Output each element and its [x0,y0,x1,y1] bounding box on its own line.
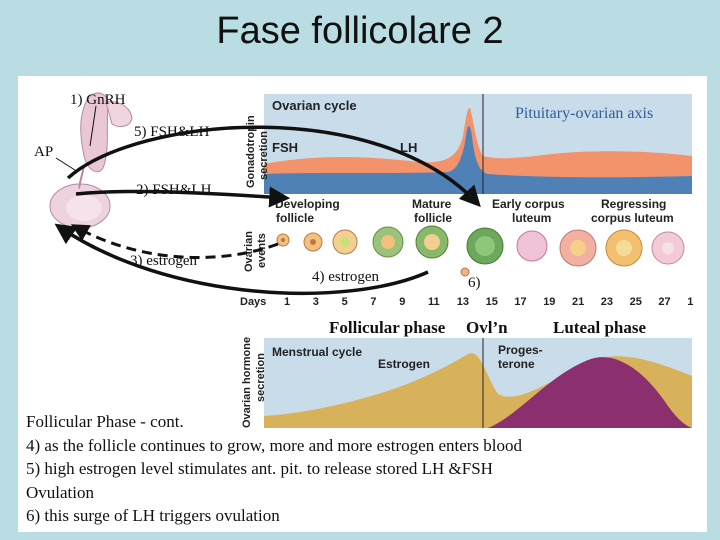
day-tick-label: 7 [370,296,376,308]
ovarian-hormone-chart: Menstrual cycle Estrogen Proges- terone … [241,337,692,428]
ovarian-events-row: Developing follicle Mature follicle Earl… [243,194,692,290]
gonadotropin-chart: Ovarian cycle Pituitary-ovarian axis FSH… [245,94,692,194]
pituitary-illustration [49,92,133,229]
slide-title: Fase follicolare 2 [216,10,504,52]
hormone-side-label-2: secretion [255,353,267,402]
fsh-label: FSH [272,140,298,155]
day-tick-label: 25 [630,296,642,308]
note-line: Ovulation [26,482,94,502]
note-line: 6) this surge of LH triggers ovulation [26,506,280,525]
menstrual-cycle-label: Menstrual cycle [272,345,362,359]
day-tick-label: 3 [313,296,319,308]
day-tick-label: 1 [687,296,693,308]
note-line: 4) as the follicle continues to grow, mo… [26,435,523,455]
early-corpus-luteum-label-2: luteum [512,211,551,225]
ovulation-phase-label: Ovl’n [466,318,508,337]
luteal-phase-label: Luteal phase [553,318,646,337]
gonadotropin-side-label: Gonadotropin [245,115,257,188]
day-tick-label: 11 [428,296,440,308]
mature-follicle-label-1: Mature [412,197,452,211]
pituitary-ovarian-axis-title: Pituitary-ovarian axis [515,105,653,122]
developing-follicle-label-2: follicle [276,211,314,225]
day-tick-label: 9 [399,296,405,308]
feedback-arrows [54,125,481,296]
estrogen-3-label: 3) estrogen [130,253,198,269]
estrogen-4-label: 4) estrogen [312,269,380,285]
ovarian-cycle-title: Ovarian cycle [272,98,357,113]
day-tick-label: 13 [457,296,469,308]
regressing-corpus-luteum-label-2: corpus luteum [591,211,674,225]
progesterone-label-2: terone [498,357,535,371]
pituitary-ovarian-diagram: 1) GnRH AP Ovarian cycle Pituitary-ovari… [34,92,693,428]
note-line: 5) high estrogen level stimulates ant. p… [26,459,493,478]
note-line: Follicular Phase - cont. [26,412,184,431]
ovarian-events-side-label: Ovarian [243,231,255,272]
ovulation-6-label: 6) [468,275,481,291]
notes-block: Follicular Phase - cont. 4) as the folli… [26,410,706,528]
day-tick-label: 5 [342,296,348,308]
follicular-phase-label: Follicular phase [329,318,446,337]
progesterone-label-1: Proges- [498,343,543,357]
estrogen-label: Estrogen [378,357,430,371]
day-tick-label: 19 [543,296,555,308]
day-tick-label: 21 [572,296,584,308]
days-label: Days [240,296,266,308]
ap-label: AP [34,144,53,160]
gonadotropin-side-label-2: secretion [258,131,270,180]
gnrh-label: 1) GnRH [70,92,126,108]
fsh-lh-5-label: 5) FSH&LH [134,124,210,140]
hormone-side-label: Ovarian hormone [241,337,253,428]
day-tick-label: 17 [514,296,526,308]
mature-follicle-label-2: follicle [414,211,452,225]
day-tick-label: 15 [486,296,498,308]
lh-label: LH [400,140,417,155]
day-tick-label: 23 [601,296,613,308]
early-corpus-luteum-label-1: Early corpus [492,197,565,211]
fsh-lh-2-label: 2) FSH&LH [136,182,212,198]
developing-follicle-label-1: Developing [275,197,340,211]
diagram-panel: 1) GnRH AP Ovarian cycle Pituitary-ovari… [18,76,707,532]
day-tick-label: 27 [658,296,670,308]
regressing-corpus-luteum-label-1: Regressing [601,197,666,211]
day-tick-label: 1 [284,296,290,308]
